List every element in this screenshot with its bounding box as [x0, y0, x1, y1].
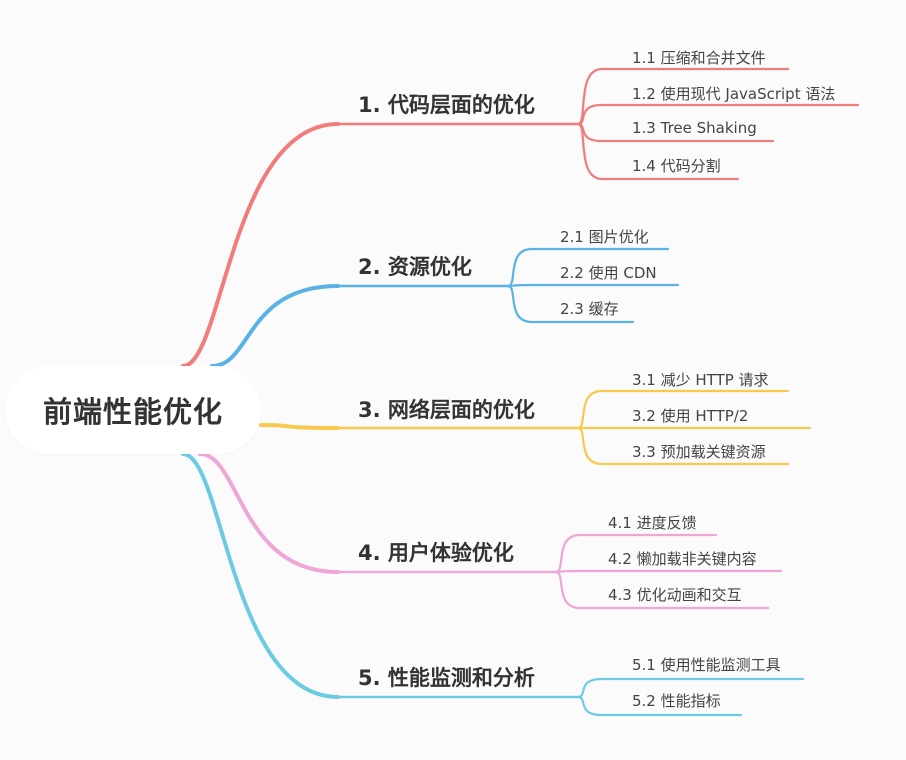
- branch-4-item-1[interactable]: 4.1 进度反馈: [608, 514, 697, 532]
- branch-1-title[interactable]: 1. 代码层面的优化: [358, 93, 535, 117]
- branch-3-title[interactable]: 3. 网络层面的优化: [358, 398, 535, 422]
- branch-3-leaf-3-connector: [576, 426, 790, 466]
- branch-3-leaf-1-connector: [576, 389, 790, 430]
- branch-1-item-2[interactable]: 1.2 使用现代 JavaScript 语法: [632, 85, 836, 103]
- branch-2-item-1[interactable]: 2.1 图片优化: [560, 228, 649, 246]
- branch-5-leaf-2-connector: [576, 695, 743, 717]
- branch-5-trunk: [181, 452, 340, 699]
- branch-1-item-4[interactable]: 1.4 代码分割: [632, 157, 721, 175]
- branch-1-item-3[interactable]: 1.3 Tree Shaking: [632, 119, 757, 137]
- branch-4-item-2[interactable]: 4.2 懒加载非关键内容: [608, 550, 757, 568]
- branch-4-trunk: [198, 452, 340, 574]
- branch-5-item-1[interactable]: 5.1 使用性能监测工具: [632, 656, 781, 674]
- branch-2-item-3[interactable]: 2.3 缓存: [560, 300, 619, 318]
- branch-5-item-2[interactable]: 5.2 性能指标: [632, 692, 721, 710]
- branch-2-item-2[interactable]: 2.2 使用 CDN: [560, 264, 657, 282]
- branch-2-trunk: [210, 284, 340, 368]
- branch-1-trunk: [181, 122, 340, 368]
- root-title[interactable]: 前端性能优化: [42, 395, 223, 429]
- branch-1-leaf-4-connector: [576, 122, 740, 181]
- branch-2-leaf-1-connector: [506, 247, 670, 288]
- branch-1-item-1[interactable]: 1.1 压缩和合并文件: [632, 49, 766, 67]
- branch-3-item-2[interactable]: 3.2 使用 HTTP/2: [632, 407, 749, 425]
- branch-4-leaf-2-connector: [554, 569, 783, 574]
- branch-2-title[interactable]: 2. 资源优化: [358, 255, 472, 279]
- branch-2-leaf-2-connector: [506, 283, 680, 288]
- branch-4-leaf-3-connector: [554, 570, 770, 610]
- branch-3-item-1[interactable]: 3.1 减少 HTTP 请求: [632, 371, 769, 389]
- branch-4-item-3[interactable]: 4.3 优化动画和交互: [608, 586, 742, 604]
- branch-5-title[interactable]: 5. 性能监测和分析: [358, 666, 535, 690]
- branch-1-leaf-1-connector: [576, 67, 790, 126]
- root-node[interactable]: [5, 366, 261, 454]
- branch-3-item-3[interactable]: 3.3 预加载关键资源: [632, 443, 766, 461]
- branch-4-title[interactable]: 4. 用户体验优化: [358, 541, 514, 565]
- branch-2-leaf-3-connector: [506, 284, 635, 324]
- branch-3-trunk: [259, 423, 340, 430]
- branch-4-leaf-1-connector: [554, 533, 718, 574]
